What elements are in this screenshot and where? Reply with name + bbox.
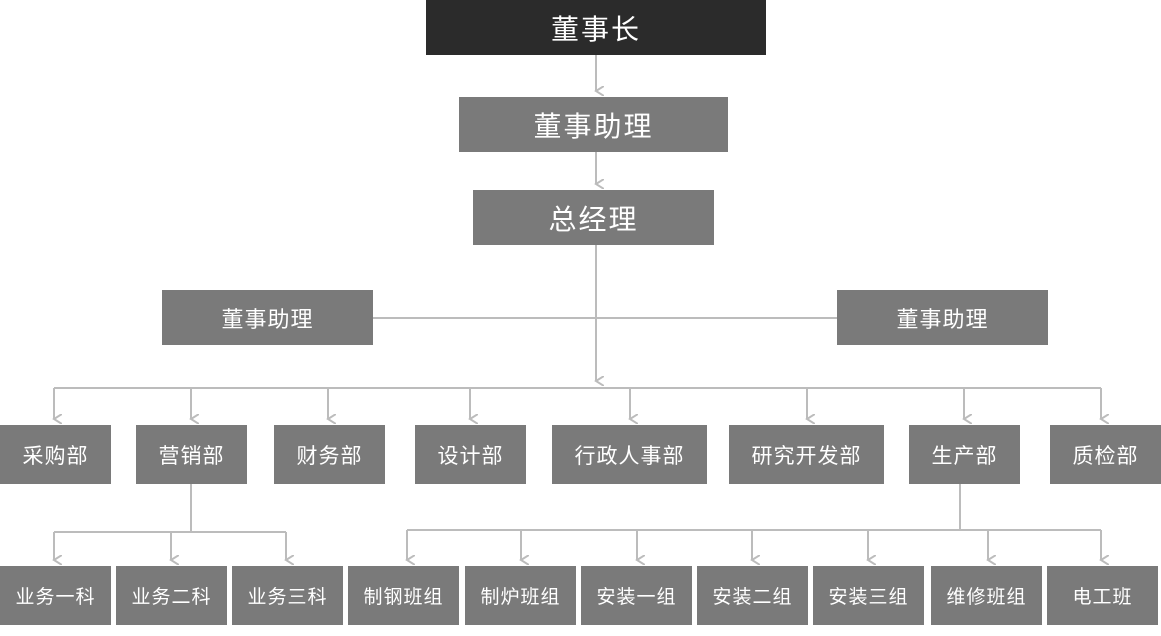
department-node-design: 设计部 [415, 425, 526, 484]
production-team-node-3: 安装一组 [581, 566, 692, 625]
production-team-node-2: 制炉班组 [465, 566, 576, 625]
production-team-node-1: 制钢班组 [348, 566, 459, 625]
department-node-marketing: 营销部 [136, 425, 247, 484]
side-assistant-left-node: 董事助理 [162, 290, 373, 345]
production-team-node-4: 安装二组 [697, 566, 808, 625]
sales-team-node-2: 业务二科 [116, 566, 227, 625]
sales-team-node-1: 业务一科 [0, 566, 111, 625]
department-node-finance: 财务部 [274, 425, 385, 484]
department-node-production: 生产部 [909, 425, 1020, 484]
production-team-node-6: 维修班组 [931, 566, 1042, 625]
chairman-node: 董事长 [426, 0, 766, 55]
department-node-rnd: 研究开发部 [729, 425, 884, 484]
department-node-quality: 质检部 [1050, 425, 1161, 484]
general-manager-node: 总经理 [473, 190, 714, 245]
chairman-assistant-node: 董事助理 [459, 97, 728, 152]
production-team-node-7: 电工班 [1047, 566, 1158, 625]
sales-team-node-3: 业务三科 [232, 566, 343, 625]
side-assistant-right-node: 董事助理 [837, 290, 1048, 345]
production-team-node-5: 安装三组 [813, 566, 924, 625]
department-node-procurement: 采购部 [0, 425, 111, 484]
department-node-admin-hr: 行政人事部 [552, 425, 707, 484]
